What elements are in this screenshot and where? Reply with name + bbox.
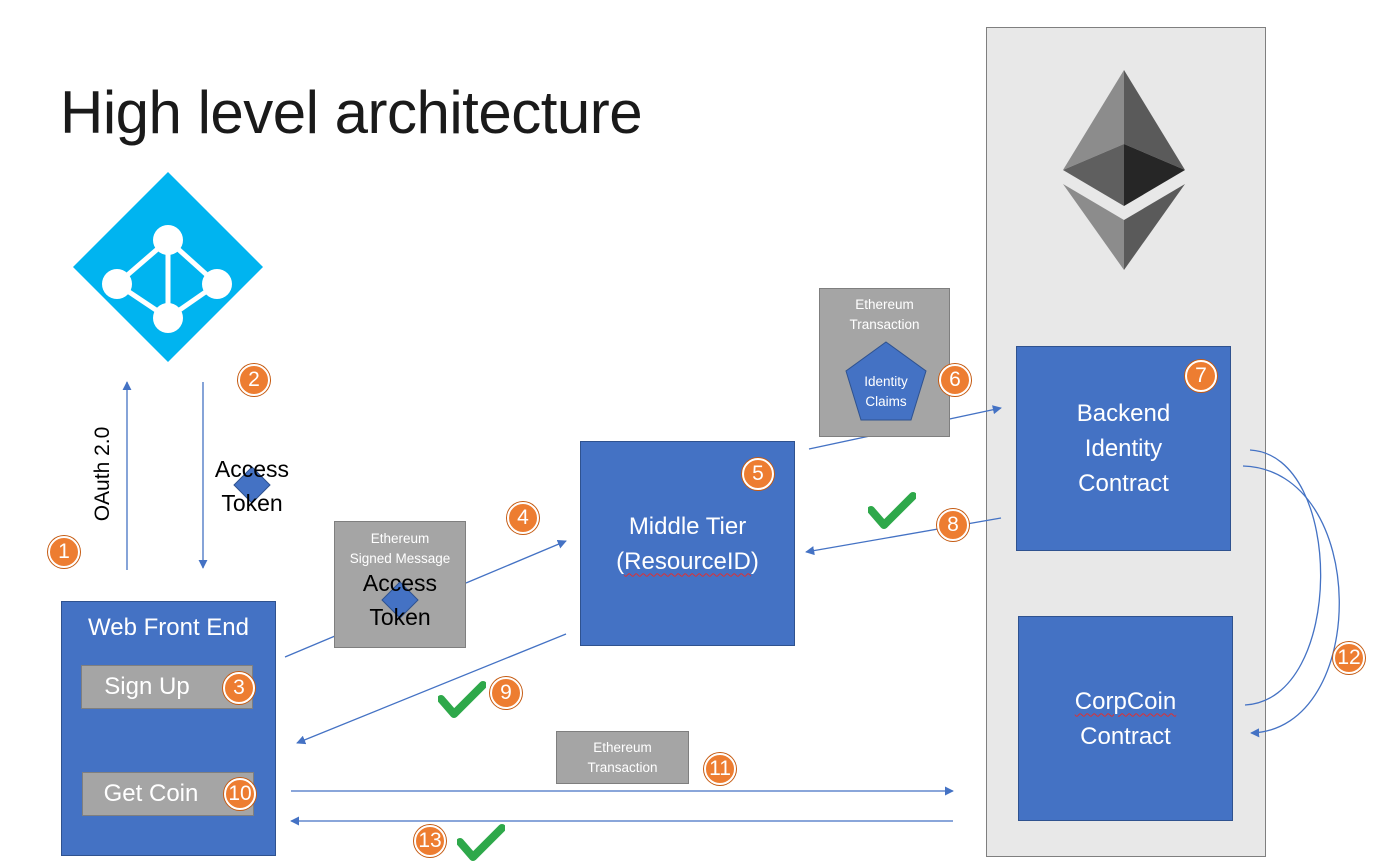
get-coin-label: Get Coin xyxy=(103,780,199,807)
identity-claims-label: Identity Claims xyxy=(864,374,908,409)
pentagon-claims-icon xyxy=(845,341,927,421)
ethereum-logo-icon xyxy=(1063,70,1185,270)
green-checkmark-icon xyxy=(457,824,505,861)
web-front-end-box: Web Front End xyxy=(61,601,276,856)
step-badge-12: 12 xyxy=(1333,642,1365,674)
arrow-contract-query xyxy=(1244,449,1322,706)
middle-tier-resource: ResourceID xyxy=(624,547,751,575)
coin-transaction-box: Ethereum Transaction xyxy=(556,731,689,784)
access-token-label-1: Access Token xyxy=(214,456,290,516)
step-badge-3: 3 xyxy=(223,672,255,704)
diamond-token-icon xyxy=(233,466,271,504)
step-badge-5: 5 xyxy=(742,458,774,490)
sign-up-label: Sign Up xyxy=(104,673,190,700)
diamond-token-icon xyxy=(381,581,419,619)
green-checkmark-icon xyxy=(868,492,916,529)
step-badge-10: 10 xyxy=(224,778,256,810)
step-badge-6: 6 xyxy=(939,364,971,396)
step-badge-8: 8 xyxy=(937,509,969,541)
middle-tier-title: Middle Tier xyxy=(628,512,747,540)
arrow-signup-confirm xyxy=(296,633,567,745)
arrow-signed-message xyxy=(284,635,336,658)
step-badge-11: 11 xyxy=(704,753,736,785)
green-checkmark-icon xyxy=(438,681,486,718)
web-front-end-label: Web Front End xyxy=(88,614,249,641)
step-badge-1: 1 xyxy=(48,536,80,568)
oauth-label: OAuth 2.0 xyxy=(91,426,114,522)
step-badge-2: 2 xyxy=(238,364,270,396)
azure-active-directory-icon xyxy=(73,172,263,362)
arrow-signed-message-b xyxy=(465,539,567,584)
slide-title: High level architecture xyxy=(60,79,643,146)
arrow-contract-reply xyxy=(1242,465,1340,738)
step-badge-13: 13 xyxy=(414,825,446,857)
step-badge-9: 9 xyxy=(490,677,522,709)
step-badge-4: 4 xyxy=(507,502,539,534)
access-token-label-2: Access Token xyxy=(362,570,438,630)
step-badge-7: 7 xyxy=(1185,360,1217,392)
corpcoin-contract-box: CorpCoin Contract xyxy=(1018,616,1233,821)
